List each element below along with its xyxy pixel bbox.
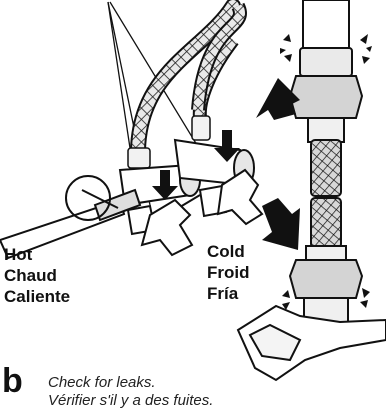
hot-label: Hot Chaud Caliente — [4, 244, 70, 307]
hot-label-en: Hot — [4, 244, 70, 265]
cold-label: Cold Froid Fría — [207, 241, 250, 304]
braided-hose-icon — [311, 140, 341, 196]
cold-label-es: Fría — [207, 283, 250, 304]
supply-pipe-top — [290, 0, 362, 142]
caption-fr: Vérifier s'il y a des fuites. — [48, 392, 213, 409]
hot-label-es: Caliente — [4, 286, 70, 307]
down-arrow-icon — [262, 198, 300, 250]
caption-en: Check for leaks. — [48, 374, 156, 391]
braided-hose-icon — [290, 198, 362, 322]
cold-label-fr: Froid — [207, 262, 250, 283]
cold-label-en: Cold — [207, 241, 250, 262]
step-letter: b — [2, 364, 23, 398]
braided-hose-icon — [138, 6, 240, 150]
valve-handle-icon — [238, 306, 386, 380]
hot-label-fr: Chaud — [4, 265, 70, 286]
